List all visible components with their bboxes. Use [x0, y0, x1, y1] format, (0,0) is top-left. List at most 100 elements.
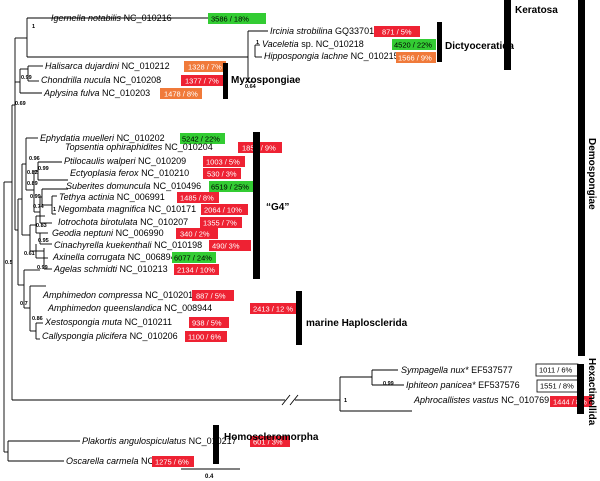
taxon-badge	[152, 456, 194, 467]
taxon-badge	[203, 156, 245, 167]
support-value: 1	[53, 207, 56, 213]
clade-annotations: Dictyoceratida Keratosa Myxospongiae “G4…	[213, 0, 597, 464]
taxon-label: Halisarca dujardini NC_010212	[45, 61, 170, 71]
taxon-badge-text: 2134 / 10%	[177, 266, 215, 275]
clade-bar-homoscleromorpha	[213, 425, 219, 464]
taxon-badge-text: 1355 / 7%	[203, 219, 237, 228]
support-value: 0.82	[27, 170, 38, 176]
taxon-badge-text: 1100 / 6%	[188, 333, 222, 342]
taxon-label: Chondrilla nucula NC_010208	[41, 75, 161, 85]
scale-bar: 0.4	[181, 468, 240, 480]
clade-bar-keratosa	[504, 0, 511, 70]
taxon-label: Xestospongia muta NC_010211	[44, 317, 172, 327]
clade-bar-marine-haplosclerida	[296, 291, 302, 345]
support-value: 0.83	[36, 223, 47, 229]
taxon-badge	[201, 204, 248, 215]
taxon-badge-text: 1478 / 8%	[164, 90, 198, 99]
clade-bar-g4	[253, 132, 260, 279]
taxon-badge-text: 1328 / 7%	[188, 63, 222, 72]
taxon-badge-text: 6519 / 25%	[211, 183, 249, 192]
taxon-badge	[185, 331, 227, 342]
taxon-badge	[160, 88, 202, 99]
taxon-badge	[192, 290, 234, 301]
taxon-label: Plakortis angulospiculatus NC_010217	[82, 436, 237, 446]
support-value: 0.86	[32, 316, 43, 322]
taxon-label: Aphrocallistes vastus NC_010769	[413, 395, 549, 405]
taxon-badge	[176, 228, 218, 239]
taxon-badge-text: 1003 / 5%	[206, 158, 240, 167]
taxon-label: Negombata magnifica NC_010171	[58, 204, 196, 214]
taxon-badge-text: 1444 / 8%	[553, 398, 587, 407]
support-value: 0.5	[5, 260, 13, 266]
taxon-badge	[250, 303, 300, 314]
support-value: 0.99	[21, 75, 32, 81]
taxon-badge	[172, 252, 216, 263]
support-value: 0.69	[15, 101, 26, 107]
taxon-badge	[250, 436, 290, 447]
support-value: 1	[32, 24, 35, 30]
clade-bar-hexactinellida	[577, 364, 584, 414]
taxon-label: Iphiteon panicea* EF537576	[406, 380, 520, 390]
taxon-badge-text: 938 / 5%	[192, 319, 222, 328]
taxon-label: Suberites domuncula NC_010496	[66, 181, 201, 191]
taxon-badge-text: 530 / 3%	[207, 170, 237, 179]
taxon-badge-text: 3586 / 18%	[211, 15, 249, 24]
clade-label-marine-haplosclerida: marine Haplosclerida	[306, 318, 408, 329]
taxon-label: Amphimedon compressa NC_010201	[42, 290, 193, 300]
taxon-label: Vaceletia sp. NC_010218	[262, 39, 364, 49]
clade-label-demospongiae: Demospongiae	[586, 138, 597, 210]
taxon-badge-text: 1551 / 8%	[540, 382, 574, 391]
taxon-badge	[184, 61, 226, 72]
support-value: 1	[256, 40, 259, 46]
taxon-badge	[181, 75, 223, 86]
taxon-badge-text: 5242 / 22%	[182, 135, 220, 144]
taxon-label: Sympagella nux* EF537577	[401, 365, 513, 375]
taxon-badge-text: 871 / 5%	[382, 28, 412, 37]
taxon-label: Callyspongia plicifera NC_010206	[42, 331, 178, 341]
taxon-badge-text: 601 / 3%	[253, 438, 283, 447]
support-value: 0.89	[27, 181, 38, 187]
taxon-label: Hippospongia lachne NC_010215	[264, 51, 399, 61]
support-value: 0.7	[20, 301, 28, 307]
clade-bar-demospongiae	[578, 0, 585, 356]
taxon-badge	[209, 181, 255, 192]
taxon-label: Topsentia ophiraphidites NC_010204	[65, 142, 213, 152]
support-value: 1	[344, 398, 347, 404]
taxon-badge	[189, 317, 229, 328]
taxon-badge-text: 1011 / 6%	[539, 366, 573, 375]
clade-label-dictyoceratida: Dictyoceratida	[445, 41, 514, 52]
taxon-label: Igernella notabilis NC_010216	[51, 13, 172, 23]
tree-branches	[3, 17, 412, 462]
taxon-badge	[203, 168, 241, 179]
taxon-badge	[550, 396, 592, 407]
taxon-badge	[200, 217, 242, 228]
support-value: 0.99	[383, 381, 394, 387]
taxon-badge-text: 1377 / 7%	[185, 77, 219, 86]
taxon-badge	[208, 13, 266, 24]
clade-bar-myxospongiae	[223, 63, 228, 99]
taxon-label: Ptilocaulis walperi NC_010209	[64, 156, 186, 166]
taxon-badge-text: 490/ 3%	[212, 242, 240, 251]
taxon-badge	[174, 264, 219, 275]
taxon-badge-text: 2064 / 10%	[204, 206, 242, 215]
taxon-label: Cinachyrella kuekenthali NC_010198	[54, 240, 202, 250]
taxon-badge-text: 887 / 5%	[196, 292, 226, 301]
clade-bar-dictyoceratida	[437, 22, 442, 62]
support-value: 0.95	[38, 238, 49, 244]
branch-break-mark	[281, 394, 291, 406]
taxon-badge	[180, 133, 225, 144]
taxon-badge	[209, 240, 251, 251]
taxon-badge-text: 4520 / 22%	[394, 41, 432, 50]
branch-break-mark	[289, 394, 299, 406]
taxon-label: Ircinia strobilina GQ337013	[270, 26, 379, 36]
support-value: 0.99	[30, 194, 41, 200]
clade-label-myxospongiae: Myxospongiae	[231, 75, 301, 86]
taxon-labels: Igernella notabilis NC_010216 3586 / 18%…	[40, 13, 592, 467]
taxon-label: Axinella corrugata NC_006894	[52, 252, 176, 262]
taxon-label: Amphimedon queenslandica NC_008944	[47, 303, 212, 313]
taxon-badge	[396, 52, 436, 63]
taxon-label: Aplysina fulva NC_010203	[43, 88, 150, 98]
taxon-label: Tethya actinia NC_006991	[59, 192, 165, 202]
clade-label-hexactinellida: Hexactinellida	[586, 358, 597, 426]
